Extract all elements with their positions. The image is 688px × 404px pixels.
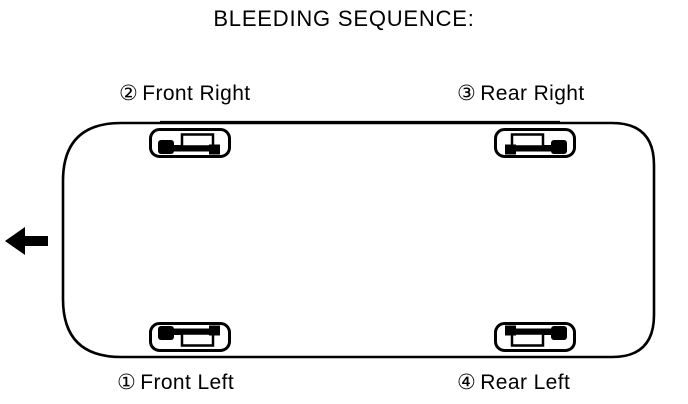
left-arrow-icon xyxy=(5,227,48,255)
page-title: BLEEDING SEQUENCE: xyxy=(213,6,475,31)
wheel-name-rear-right: Rear Right xyxy=(480,82,585,105)
order-badge-front-left: ① xyxy=(117,370,137,394)
wheel-front-right-icon xyxy=(149,128,231,158)
order-badge-rear-right: ③ xyxy=(457,81,477,105)
wheel-front-left-icon xyxy=(149,322,231,352)
wheel-name-rear-left: Rear Left xyxy=(480,371,571,394)
wheel-rear-right-icon xyxy=(494,128,576,158)
wheel-name-front-right: Front Right xyxy=(142,82,251,105)
order-badge-rear-left: ④ xyxy=(457,370,477,394)
car-body-outline xyxy=(61,121,656,359)
order-badge-front-right: ② xyxy=(119,81,139,105)
wheel-name-front-left: Front Left xyxy=(140,371,235,394)
wheel-rear-left-icon xyxy=(494,322,576,352)
